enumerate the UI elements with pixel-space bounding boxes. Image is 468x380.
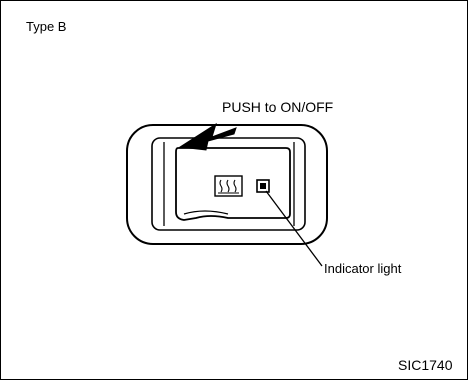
push-arrow bbox=[178, 122, 237, 151]
rocker-edge bbox=[183, 210, 229, 215]
indicator-light-label: Indicator light bbox=[324, 261, 402, 276]
switch-bezel-outer bbox=[126, 124, 328, 245]
indicator-leader-line bbox=[265, 190, 323, 267]
indicator-light-lens bbox=[260, 183, 266, 189]
heat-waves-icon bbox=[218, 179, 239, 194]
switch-bezel-inner bbox=[151, 137, 306, 231]
type-label: Type B bbox=[26, 19, 67, 34]
push-label: PUSH to ON/OFF bbox=[222, 99, 334, 115]
figure-code: SIC1740 bbox=[398, 357, 453, 373]
